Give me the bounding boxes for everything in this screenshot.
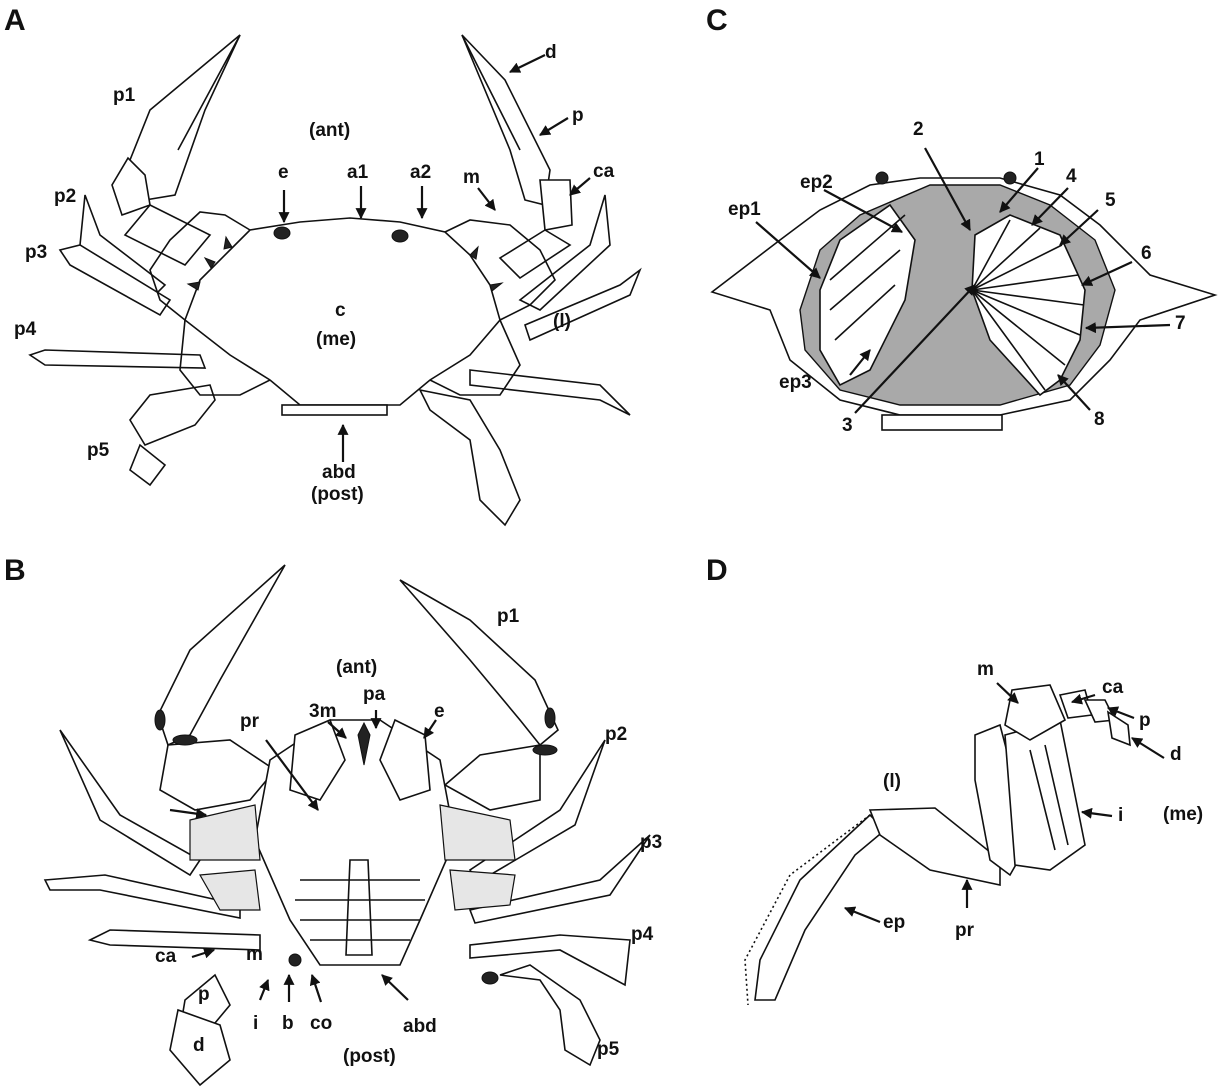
b-label-d: d <box>193 1036 205 1055</box>
a-label-p3: p3 <box>25 243 47 262</box>
c-label-1: 1 <box>1034 150 1045 169</box>
c-label-ep1: ep1 <box>728 200 761 219</box>
panel-letter-d: D <box>706 554 728 588</box>
c-label-5: 5 <box>1105 191 1116 210</box>
c-label-ep2: ep2 <box>800 173 833 192</box>
d-label-d: d <box>1170 745 1182 764</box>
d-label-pr: pr <box>955 921 974 940</box>
b-label-pr: pr <box>240 712 259 731</box>
b-label-pa: pa <box>363 685 385 704</box>
a-left-claw <box>130 35 240 200</box>
a-label-a1: a1 <box>347 163 368 182</box>
c-label-ep3: ep3 <box>779 373 812 392</box>
c-label-2: 2 <box>913 120 924 139</box>
a-label-ant: (ant) <box>309 121 350 140</box>
c-label-3: 3 <box>842 416 853 435</box>
a-label-ca: ca <box>593 162 614 181</box>
panel-letter-b: B <box>4 554 26 588</box>
panel-letter-a: A <box>4 4 26 38</box>
c-label-4: 4 <box>1066 167 1077 186</box>
b-label-p5: p5 <box>597 1040 619 1059</box>
a-label-p1: p1 <box>113 86 135 105</box>
b-label-ant: (ant) <box>336 658 377 677</box>
b-label-p: p <box>198 985 210 1004</box>
panel-letter-c: C <box>706 4 728 38</box>
b-label-abd: abd <box>403 1017 437 1036</box>
panel-a-crab-dorsal <box>30 35 640 525</box>
d-label-ep: ep <box>883 913 905 932</box>
d-label-m: m <box>977 660 994 679</box>
b-label-i: i <box>253 1014 258 1033</box>
d-label-l: (l) <box>883 772 901 791</box>
a-label-e: e <box>278 163 289 182</box>
b-label-m: m <box>246 945 263 964</box>
a-label-post: (post) <box>311 485 364 504</box>
b-label-p2: p2 <box>605 725 627 744</box>
a-label-m: m <box>463 168 480 187</box>
d-label-me: (me) <box>1163 805 1203 824</box>
b-label-b: b <box>282 1014 294 1033</box>
b-label-p1: p1 <box>497 607 519 626</box>
panel-d-maxilliped <box>745 683 1164 1005</box>
b-label-e: e <box>434 702 445 721</box>
a-label-me: (me) <box>316 330 356 349</box>
a-label-p2: p2 <box>54 187 76 206</box>
b-label-post: (post) <box>343 1047 396 1066</box>
a-label-l: (l) <box>553 312 571 331</box>
a-label-d: d <box>545 43 557 62</box>
panel-b-crab-ventral <box>45 565 650 1085</box>
c-label-6: 6 <box>1141 244 1152 263</box>
b-label-3m: 3m <box>309 702 336 721</box>
a-label-c: c <box>335 301 346 320</box>
a-label-abd: abd <box>322 463 356 482</box>
d-label-ca: ca <box>1102 678 1123 697</box>
b-label-ca: ca <box>155 947 176 966</box>
d-label-i: i <box>1118 806 1123 825</box>
a-label-p: p <box>572 106 584 125</box>
a-label-p5: p5 <box>87 441 109 460</box>
a-label-p4: p4 <box>14 320 36 339</box>
b-label-co: co <box>310 1014 332 1033</box>
c-label-8: 8 <box>1094 410 1105 429</box>
b-label-p4: p4 <box>631 925 653 944</box>
a-label-a2: a2 <box>410 163 431 182</box>
b-label-p3: p3 <box>640 833 662 852</box>
d-label-p: p <box>1139 711 1151 730</box>
c-label-7: 7 <box>1175 314 1186 333</box>
